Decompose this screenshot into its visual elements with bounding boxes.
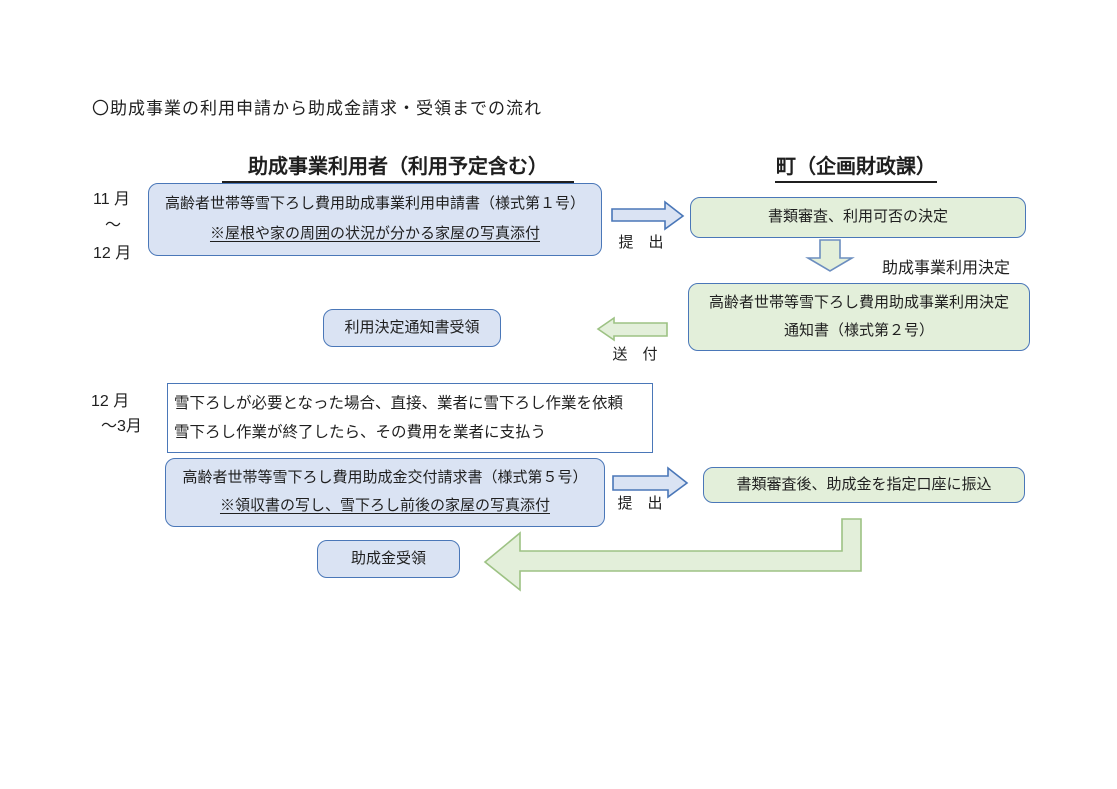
submit-arrow-1-icon — [611, 200, 685, 231]
period2-start-label: 12 月 — [91, 393, 130, 410]
period2-end-label: 〜3月 — [101, 418, 142, 435]
claim-form-box: 高齢者世帯等雪下ろし費用助成金交付請求書（様式第５号） ※領収書の写し、雪下ろし… — [165, 458, 605, 527]
period1-tilde-label: 〜 — [105, 217, 122, 234]
decision-arrow-label: 助成事業利用決定 — [882, 260, 1011, 277]
period1-end-label: 12 月 — [93, 245, 132, 262]
work-note-box: 雪下ろしが必要となった場合、直接、業者に雪下ろし作業を依頼 雪下ろし作業が終了し… — [167, 383, 653, 453]
column-header-user: 助成事業利用者（利用予定含む） — [222, 150, 574, 183]
send-left-arrow-icon — [596, 316, 668, 342]
screening-text: 書類審査、利用可否の決定 — [767, 208, 948, 226]
application-form-title: 高齢者世帯等雪下ろし費用助成事業利用申請書（様式第１号） — [164, 195, 585, 213]
submit-arrow-1-label: 提 出 — [618, 234, 664, 251]
notice-received-text: 利用決定通知書受領 — [344, 318, 480, 336]
notice-received-box: 利用決定通知書受領 — [323, 309, 501, 347]
decision-notice-form: 通知書（様式第２号） — [783, 321, 934, 339]
period1-start-label: 11 月 — [93, 191, 131, 208]
submit-arrow-2-label: 提 出 — [617, 495, 663, 512]
screening-box: 書類審査、利用可否の決定 — [690, 197, 1026, 238]
column-header-town: 町（企画財政課） — [775, 150, 937, 183]
claim-form-title: 高齢者世帯等雪下ろし費用助成金交付請求書（様式第５号） — [182, 468, 588, 486]
send-arrow-label: 送 付 — [612, 346, 658, 363]
application-form-note: ※屋根や家の周囲の状況が分かる家屋の写真添付 — [209, 225, 540, 243]
subsidy-received-text: 助成金受領 — [350, 549, 426, 567]
claim-form-note: ※領収書の写し、雪下ろし前後の家屋の写真添付 — [219, 497, 550, 515]
decision-notice-title: 高齢者世帯等雪下ろし費用助成事業利用決定 — [708, 293, 1009, 311]
work-note-line1: 雪下ろしが必要となった場合、直接、業者に雪下ろし作業を依頼 — [174, 394, 624, 412]
decision-notice-box: 高齢者世帯等雪下ろし費用助成事業利用決定 通知書（様式第２号） — [688, 283, 1030, 351]
decision-down-arrow-icon — [805, 239, 855, 272]
page-title: 〇助成事業の利用申請から助成金請求・受領までの流れ — [92, 99, 542, 118]
payment-box: 書類審査後、助成金を指定口座に振込 — [703, 467, 1025, 503]
payment-return-bent-arrow-icon — [483, 518, 862, 592]
application-form-box: 高齢者世帯等雪下ろし費用助成事業利用申請書（様式第１号） ※屋根や家の周囲の状況… — [148, 183, 602, 256]
payment-text: 書類審査後、助成金を指定口座に振込 — [736, 475, 992, 493]
subsidy-received-box: 助成金受領 — [317, 540, 460, 578]
work-note-line2: 雪下ろし作業が終了したら、その費用を業者に支払う — [174, 423, 547, 441]
